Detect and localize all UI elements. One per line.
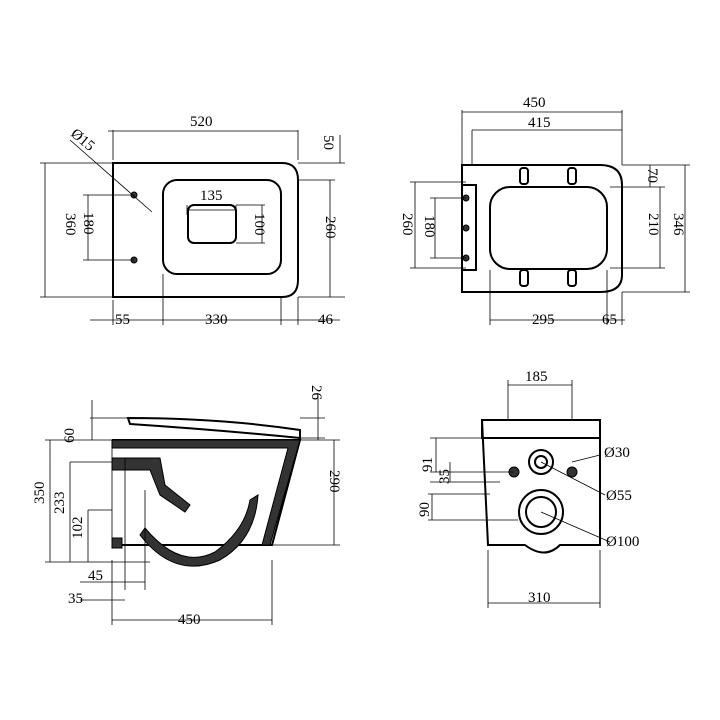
dim-415: 415 [528,115,551,131]
dim-330: 330 [205,312,228,328]
dim-520: 520 [190,114,213,130]
dim-350: 350 [32,482,48,505]
dim-260b: 260 [399,213,415,236]
dim-45: 45 [88,568,103,584]
dim-35b: 35 [437,469,453,484]
dim-102: 102 [70,517,86,540]
dim-50: 50 [320,135,336,150]
dim-70: 70 [644,168,660,183]
dim-180: 180 [80,212,96,235]
dim-180b: 180 [421,215,437,238]
seat-top-view: 450 415 70 260 180 210 346 295 65 [399,95,690,328]
dim-260: 260 [322,216,338,239]
dim-91: 91 [420,457,436,472]
dim-d15: Ø15 [67,126,97,155]
dim-233: 233 [52,492,68,515]
dim-35: 35 [68,591,83,607]
side-view: 26 60 350 233 102 290 45 35 450 [32,385,342,628]
dim-310: 310 [528,590,551,606]
dim-210: 210 [645,213,661,236]
dim-450c: 450 [178,612,201,628]
dim-346: 346 [670,213,686,236]
dim-55: 55 [115,312,130,328]
dim-46: 46 [318,312,334,328]
dim-26: 26 [308,385,324,401]
dim-60: 60 [62,428,78,443]
dim-185: 185 [525,369,548,385]
dim-65: 65 [602,312,617,328]
dim-295: 295 [532,312,555,328]
rear-view: 185 91 35 90 Ø30 Ø55 Ø100 310 [417,369,639,608]
dim-90: 90 [417,502,433,517]
bowl-top-view: 520 50 Ø15 135 360 180 100 260 55 330 46 [40,114,345,328]
dim-d55: Ø55 [606,488,632,504]
dim-360: 360 [62,213,78,236]
dim-135: 135 [200,188,223,204]
dim-290: 290 [326,470,342,493]
dim-450: 450 [523,95,546,111]
dim-d30: Ø30 [604,445,630,461]
dim-d100: Ø100 [606,534,639,550]
dim-100: 100 [251,213,267,236]
